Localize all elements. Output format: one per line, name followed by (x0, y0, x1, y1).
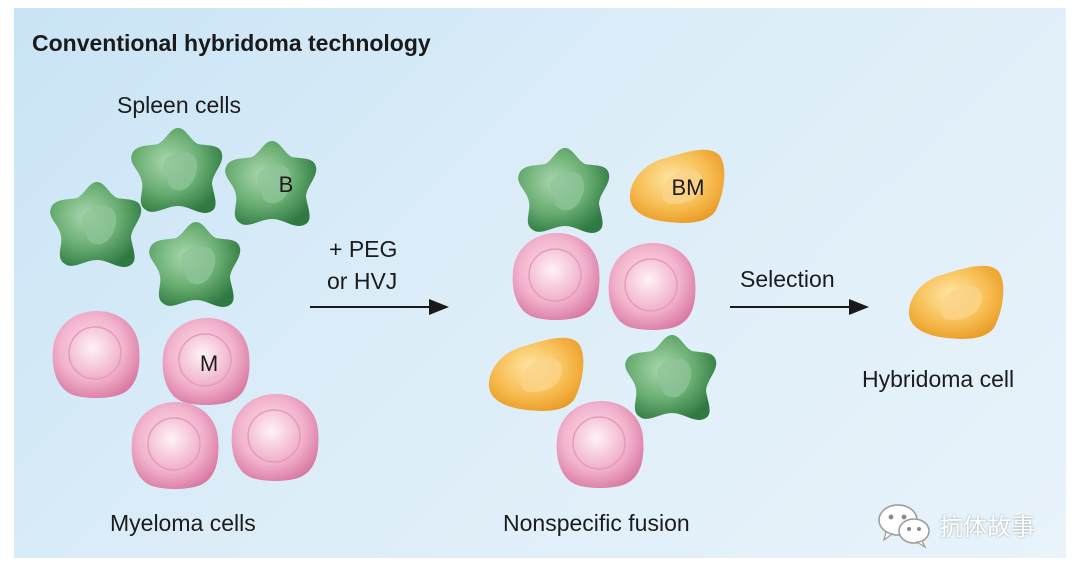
b-cell-3 (50, 182, 142, 267)
myeloma-cells-label: Myeloma cells (110, 510, 256, 536)
fusion-bm-cell-2 (488, 337, 584, 411)
myeloma-cell-3 (130, 401, 220, 490)
myeloma-cell-1 (51, 310, 141, 399)
fusion-agent-line2: or HVJ (327, 268, 398, 294)
bm-cell-label: BM (672, 175, 705, 200)
b-cell-label: B (279, 172, 294, 197)
b-cell-2 (225, 141, 317, 226)
fusion-myeloma-cell-2 (607, 242, 697, 331)
wechat-icon (878, 504, 930, 549)
b-cell-1 (131, 128, 223, 213)
selection-label: Selection (740, 266, 835, 292)
diagram-title: Conventional hybridoma technology (32, 30, 431, 56)
spleen-cells-label: Spleen cells (117, 92, 242, 118)
hybridoma-cell (908, 265, 1004, 339)
fusion-b-cell-1 (518, 148, 610, 233)
fusion-agent-line1: + PEG (329, 236, 398, 262)
watermark-text: 抗体故事 (939, 514, 1035, 541)
fusion-myeloma-cell-3 (555, 400, 645, 489)
nonspecific-fusion-label: Nonspecific fusion (503, 510, 690, 536)
b-cell-4 (149, 222, 241, 307)
hybridoma-cell-label: Hybridoma cell (862, 366, 1015, 392)
fusion-b-cell-2 (625, 335, 717, 420)
myeloma-cell-label: M (200, 351, 218, 376)
myeloma-cell-4 (230, 393, 320, 482)
fusion-myeloma-cell-1 (511, 232, 601, 321)
